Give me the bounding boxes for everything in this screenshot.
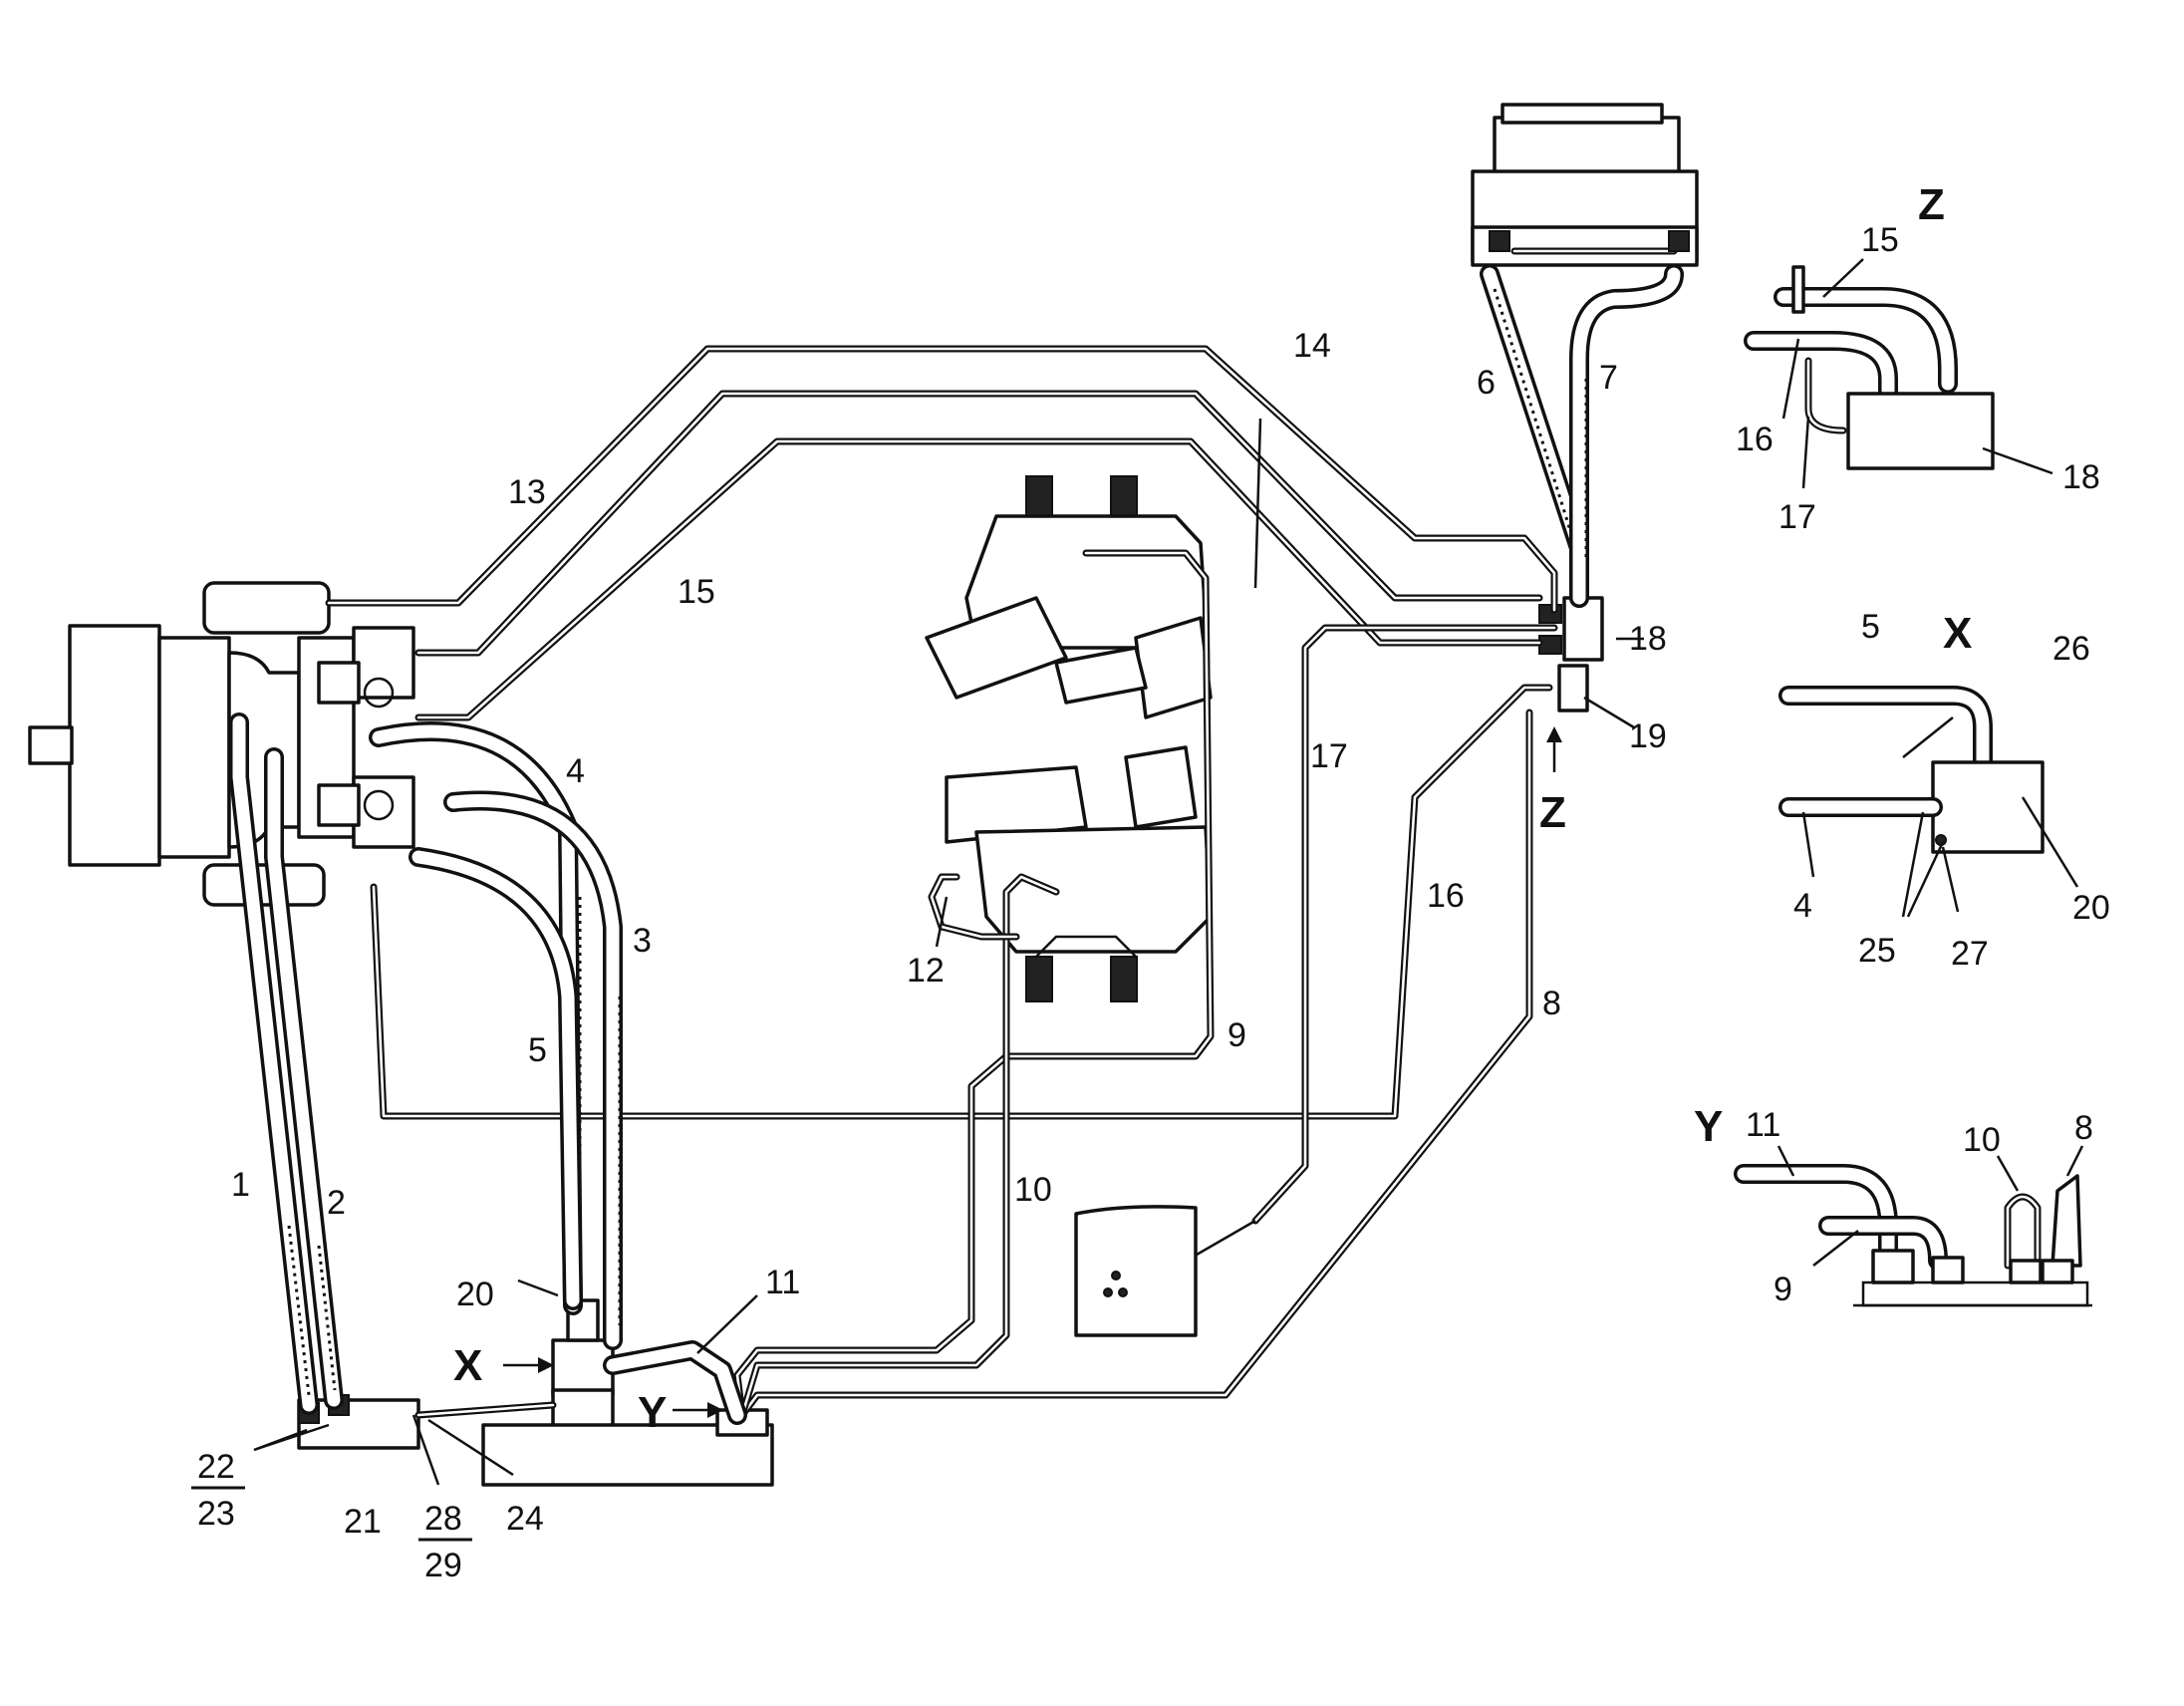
detail-z — [1744, 265, 1995, 470]
view-arrows — [503, 726, 1562, 1418]
callout-12: 12 — [907, 952, 945, 990]
tee-block-18 — [1538, 596, 1604, 712]
callout-6: 6 — [1477, 364, 1496, 402]
callout-5: 5 — [528, 1031, 547, 1069]
callout-24: 24 — [506, 1500, 544, 1538]
callout-4: 4 — [566, 752, 585, 790]
callout-labels: 1 2 3 4 5 6 7 8 9 10 11 12 13 14 15 16 1… — [191, 327, 1667, 1584]
hose-2 — [264, 747, 344, 1410]
callout-17: 17 — [1310, 737, 1348, 775]
detail-x-label-5: 5 — [1861, 608, 1880, 646]
detail-x — [1778, 686, 2045, 854]
detail-y — [1734, 1164, 2092, 1307]
callout-18: 18 — [1629, 620, 1667, 658]
view-marker-x: X — [453, 1341, 482, 1390]
detail-x-title: X — [1943, 609, 1972, 658]
detail-z-labels: Z 15 16 17 18 — [1736, 180, 2100, 536]
pipe-15 — [414, 437, 1543, 721]
pipe-8 — [738, 709, 1533, 1419]
pipe-16 — [370, 684, 1553, 1120]
hose-24 — [414, 1401, 557, 1419]
detail-x-label-26: 26 — [2052, 630, 2090, 668]
control-valve-block — [925, 475, 1213, 1002]
callout-28: 28 — [424, 1500, 462, 1538]
detail-y-labels: Y 11 10 8 9 — [1694, 1102, 2093, 1308]
callout-29: 29 — [424, 1547, 462, 1584]
view-marker-y: Y — [638, 1388, 667, 1437]
pipe-13 — [325, 345, 1558, 614]
view-markers: X Y Z — [453, 788, 1566, 1437]
callout-7: 7 — [1599, 359, 1618, 397]
callout-15: 15 — [678, 573, 715, 611]
callout-2: 2 — [327, 1184, 346, 1222]
hose-5 — [409, 847, 583, 1310]
detail-y-label-9: 9 — [1774, 1271, 1792, 1308]
detail-y-title: Y — [1694, 1102, 1723, 1151]
detail-y-label-8: 8 — [2074, 1109, 2093, 1147]
callout-16: 16 — [1427, 877, 1465, 915]
callout-19: 19 — [1629, 717, 1667, 755]
gauge-panel — [1074, 1205, 1198, 1337]
pipe-10 — [738, 873, 1060, 1419]
detail-z-label-17: 17 — [1778, 498, 1816, 536]
detail-x-labels: X 5 26 4 20 25 27 — [1793, 608, 2110, 973]
detail-z-label-15: 15 — [1861, 221, 1899, 259]
detail-z-title: Z — [1918, 180, 1945, 229]
top-right-motor — [1471, 103, 1699, 267]
pipe-9 — [733, 549, 1215, 1419]
callout-13: 13 — [508, 473, 546, 511]
leader-lines — [253, 258, 2084, 1486]
callout-20: 20 — [456, 1276, 494, 1313]
detail-z-label-18: 18 — [2062, 458, 2100, 496]
callout-3: 3 — [633, 922, 652, 960]
detail-x-label-20: 20 — [2072, 889, 2110, 927]
pipe-11 — [603, 1340, 747, 1425]
detail-y-label-10: 10 — [1963, 1121, 2001, 1159]
callout-14: 14 — [1293, 327, 1331, 365]
hose-3 — [443, 790, 623, 1350]
callout-8: 8 — [1542, 985, 1561, 1022]
detail-z-label-16: 16 — [1736, 421, 1774, 458]
callout-23: 23 — [197, 1495, 235, 1533]
view-marker-z: Z — [1539, 788, 1566, 837]
pipe-12 — [928, 873, 1020, 941]
callout-9: 9 — [1228, 1016, 1246, 1054]
callout-10: 10 — [1014, 1171, 1052, 1209]
detail-x-label-27: 27 — [1951, 935, 1989, 973]
detail-x-label-25: 25 — [1858, 932, 1896, 970]
hose-1 — [229, 712, 319, 1415]
detail-y-label-11: 11 — [1746, 1106, 1780, 1144]
main-pump — [28, 581, 415, 907]
callout-21: 21 — [344, 1503, 382, 1541]
hose-7 — [1569, 264, 1684, 608]
pipe-17 — [1125, 624, 1558, 1297]
pipe-14 — [414, 390, 1543, 657]
callout-22: 22 — [197, 1448, 235, 1486]
detail-x-label-4: 4 — [1793, 887, 1812, 925]
callout-1: 1 — [231, 1166, 250, 1204]
callout-11: 11 — [765, 1264, 800, 1301]
